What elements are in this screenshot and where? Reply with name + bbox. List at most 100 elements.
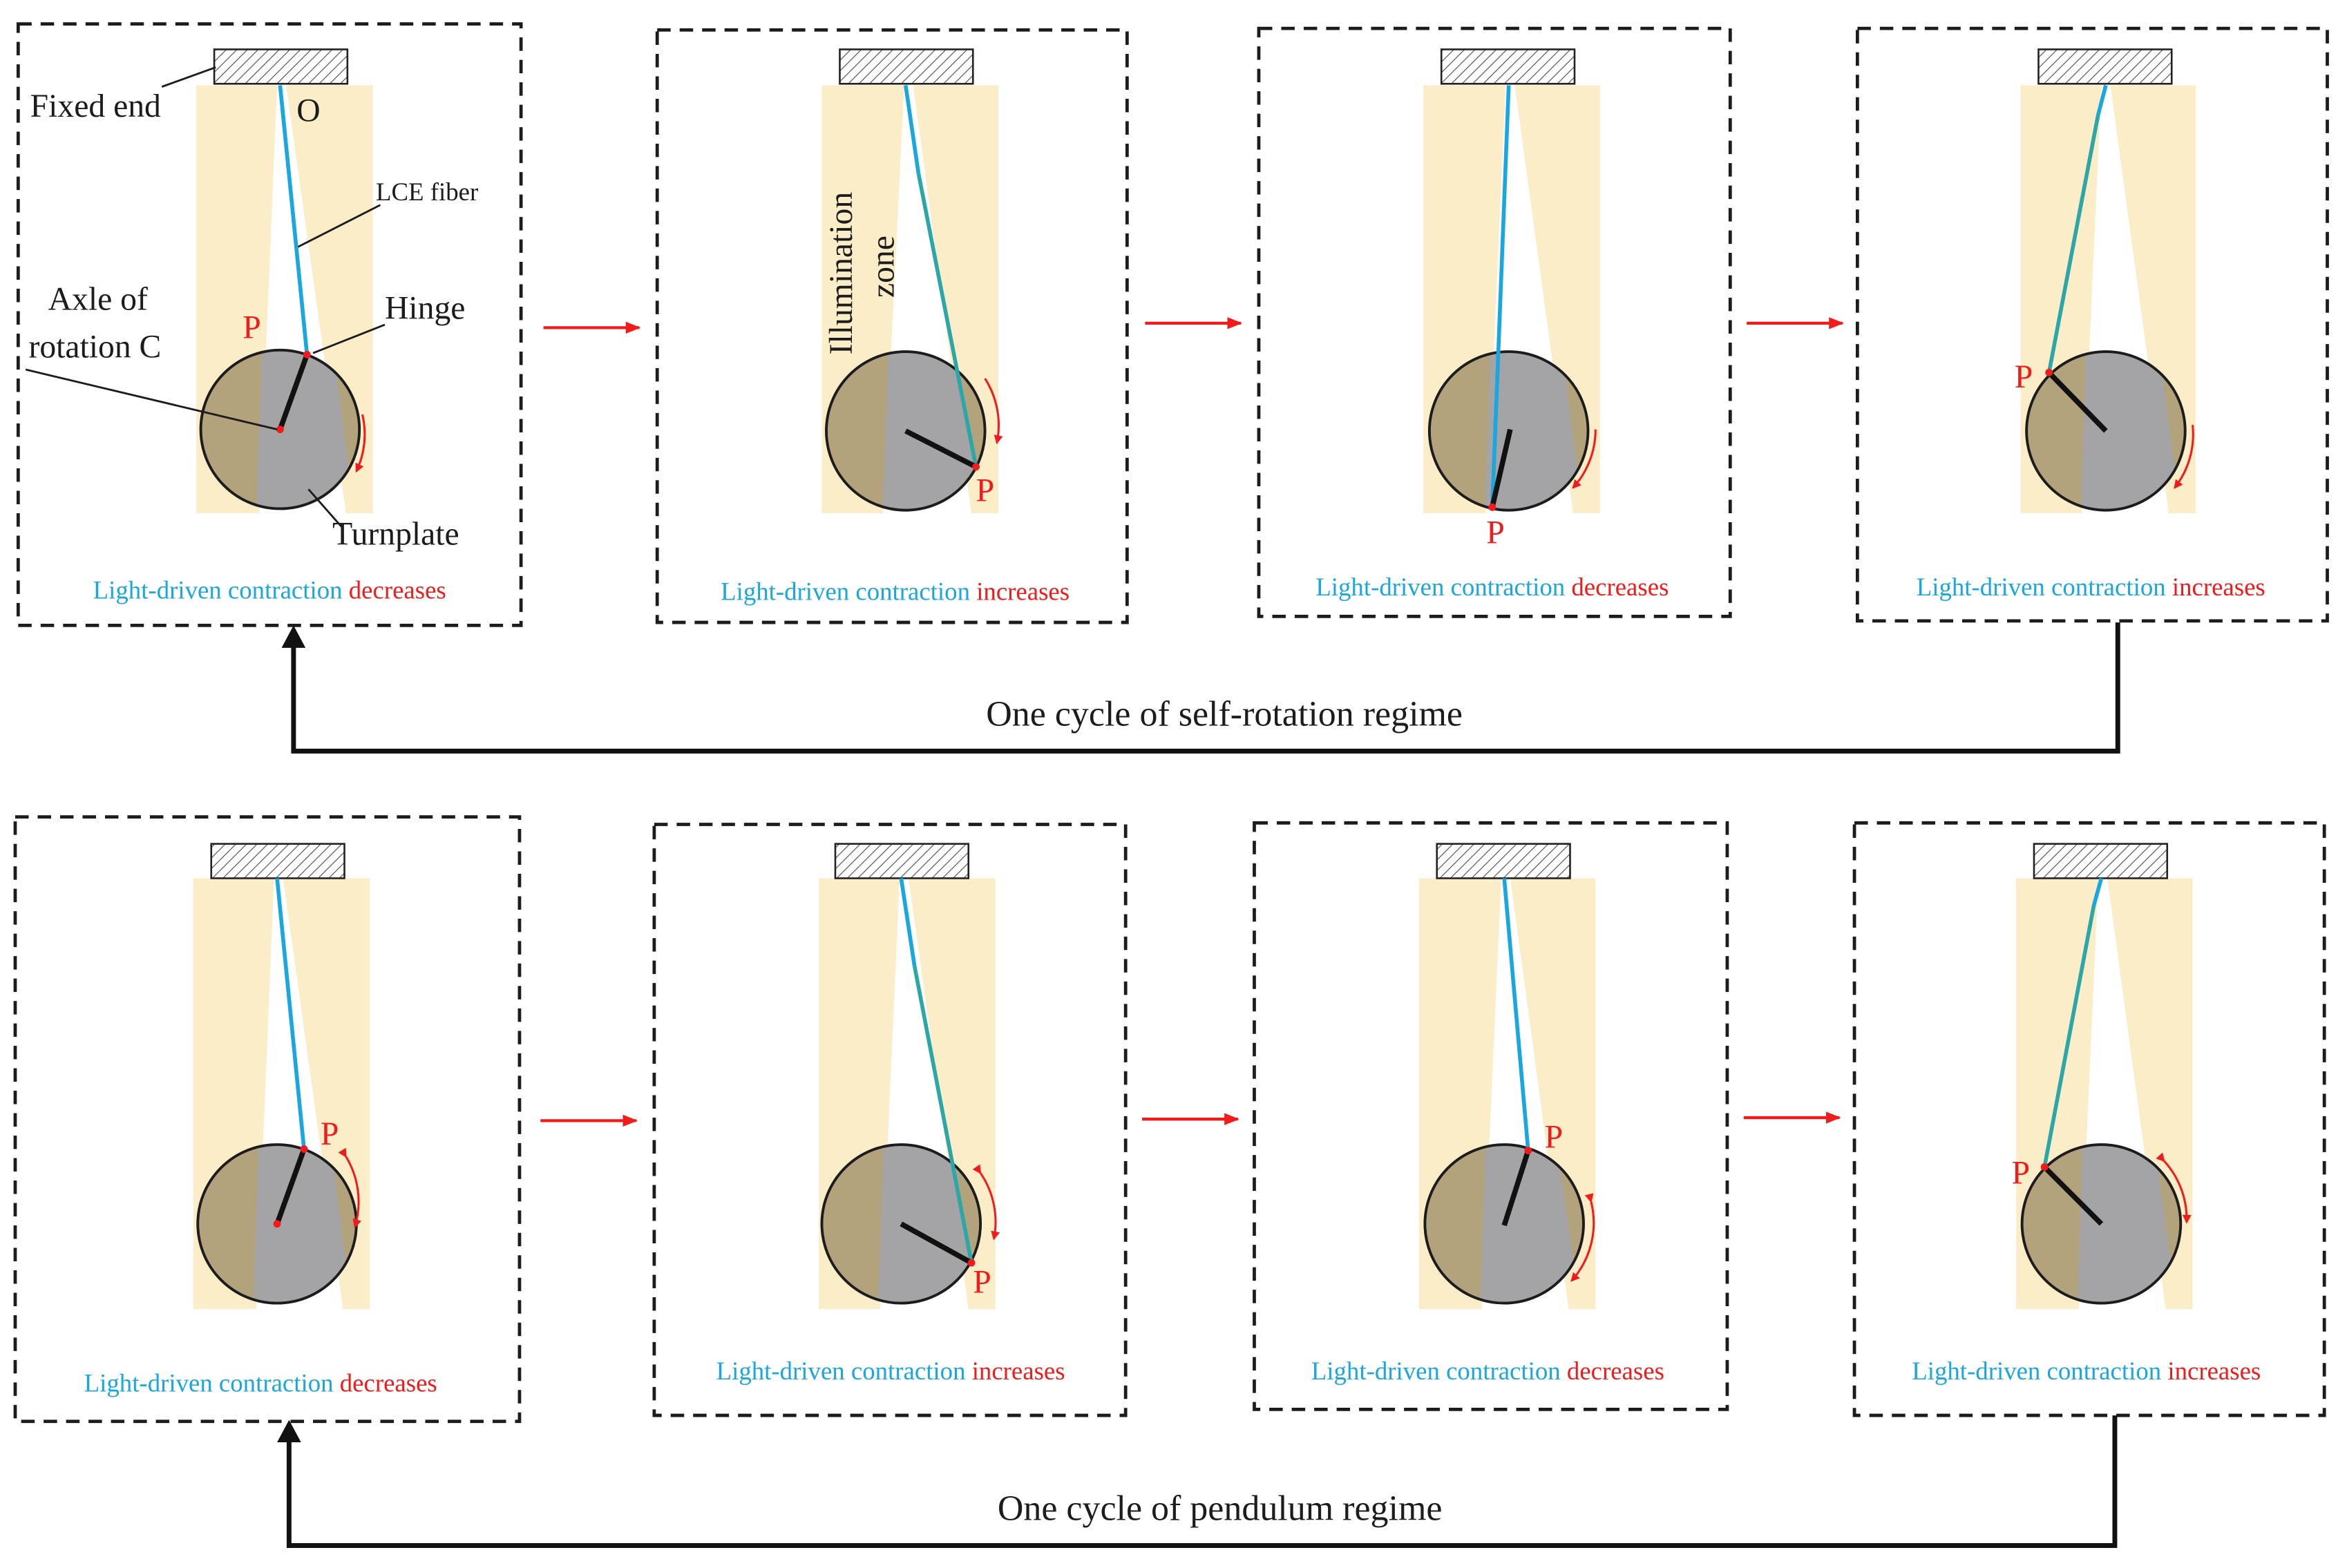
label-point-P: P	[321, 1116, 339, 1152]
panel-caption: Light-driven contraction decreases	[1311, 1357, 1664, 1385]
panel-2-3: P Light-driven contraction decreases	[1253, 821, 1729, 1411]
cycle-return-line	[291, 622, 2120, 754]
rotation-arrow-double	[338, 1147, 362, 1229]
row-caption: One cycle of pendulum regime	[998, 1489, 1443, 1529]
rotation-arrow	[1572, 429, 1597, 489]
panel-caption: Light-driven contraction decreases	[1315, 573, 1669, 601]
label-lce-fiber: LCE fiber	[376, 178, 478, 206]
caption-prefix: Light-driven contraction	[93, 575, 343, 604]
panel-2-2: P Light-driven contraction increases	[652, 823, 1128, 1417]
fixed-end-block	[839, 48, 974, 85]
turnplate-illuminated-part	[2162, 375, 2185, 471]
fixed-end-block	[213, 48, 349, 85]
caption-state: decreases	[1567, 1357, 1664, 1385]
lce-fiber	[2096, 84, 2108, 116]
label-turnplate: Turnplate	[332, 516, 459, 552]
label-fixed-end: Fixed end	[30, 88, 161, 124]
panel-caption: Light-driven contraction decreases	[84, 1368, 437, 1397]
rotation-arrow-double	[972, 1164, 1000, 1241]
rotation-arm	[904, 428, 978, 470]
leader-fixed-end	[161, 66, 216, 88]
rotation-arm	[900, 1221, 973, 1265]
lce-fiber	[2091, 877, 2104, 906]
hinge-point	[1524, 1147, 1532, 1155]
caption-prefix: Light-driven contraction	[84, 1368, 334, 1397]
caption-prefix: Light-driven contraction	[1912, 1357, 2161, 1385]
row-caption: One cycle of self-rotation regime	[986, 695, 1463, 734]
panel-caption: Light-driven contraction increases	[1917, 573, 2265, 601]
label-point-O: O	[296, 93, 320, 128]
fixed-end-block	[210, 843, 345, 879]
rotation-arrow	[984, 378, 1003, 445]
rotation-arm	[277, 354, 310, 430]
panel-2-4: P Light-driven contraction increases	[1852, 821, 2326, 1417]
caption-state: increases	[976, 577, 1070, 606]
fixed-end-block	[1436, 843, 1571, 879]
hinge-point	[1488, 503, 1496, 511]
lce-fiber	[275, 878, 306, 1149]
leader-hinge	[312, 323, 386, 354]
caption-prefix: Light-driven contraction	[716, 1357, 966, 1385]
lce-fiber	[903, 85, 921, 174]
turnplate-illuminated-part	[2022, 1147, 2083, 1300]
illum-line1: Illumination	[824, 192, 859, 355]
panel-frame	[1855, 26, 2329, 623]
turnplate-outline	[2025, 350, 2187, 512]
label-point-P: P	[2015, 359, 2033, 395]
panel-caption: Light-driven contraction increases	[1912, 1357, 2261, 1385]
lce-fiber-illuminated	[913, 966, 973, 1263]
turnplate-illuminated-part	[1429, 354, 1491, 507]
hinge-point	[2040, 1163, 2049, 1171]
caption-prefix: Light-driven contraction	[1315, 573, 1565, 601]
panel-frame	[16, 22, 523, 627]
hinge-point	[967, 1259, 976, 1267]
label-axle-line2: rotation C	[28, 329, 161, 365]
turnplate-illuminated-part	[200, 352, 262, 506]
illum-line2: zone	[865, 236, 901, 298]
rotation-arm	[1501, 1149, 1531, 1227]
caption-state: decreases	[340, 1368, 437, 1397]
turnplate-illuminated-part	[821, 1146, 884, 1300]
leader-axle	[25, 368, 278, 431]
label-axle-line1: Axle of	[48, 281, 148, 317]
hinge-point	[300, 1145, 308, 1153]
fixed-end-block	[1440, 48, 1576, 85]
lce-fiber	[899, 878, 917, 967]
rotation-arrow-double	[1570, 1193, 1595, 1282]
panel-frame	[1253, 821, 1729, 1411]
turnplate-illuminated-part	[826, 353, 889, 507]
lce-fiber	[1490, 85, 1511, 508]
panel-caption: Light-driven contraction decreases	[93, 575, 446, 604]
caption-prefix: Light-driven contraction	[1917, 573, 2166, 601]
fixed-end-block	[834, 843, 970, 879]
panel-frame	[1257, 26, 1732, 618]
turnplate-outline	[1427, 350, 1590, 512]
caption-state: increases	[972, 1357, 1065, 1385]
label-hinge: Hinge	[385, 290, 465, 326]
panel-1-3: P Light-driven contraction decreases	[1257, 26, 1732, 618]
panel-1-4: P Light-driven contraction increases	[1855, 26, 2329, 623]
caption-state: decreases	[349, 575, 446, 604]
hinge-point	[2045, 368, 2053, 376]
hinge-point	[972, 463, 980, 471]
rotation-arrow	[355, 414, 366, 473]
rotation-arrow-double	[2156, 1152, 2192, 1224]
hinge-point	[303, 350, 311, 358]
turnplate-illuminated-part	[336, 374, 360, 469]
row-pendulum: P Light-driven contraction decreases P L…	[13, 815, 2326, 1548]
axle-point	[273, 1220, 281, 1228]
panel-frame	[13, 815, 522, 1424]
cycle-return-arrowhead	[277, 1419, 301, 1443]
leader-lce-fiber	[297, 204, 381, 248]
panel-1-1: Fixed end O LCE fiber Axle of rotation C…	[16, 22, 523, 627]
rotation-arm	[1490, 428, 1513, 508]
lce-fiber-illuminated	[916, 173, 978, 468]
caption-state: increases	[2167, 1357, 2261, 1385]
rotation-arm	[2046, 370, 2108, 433]
panel-frame	[655, 28, 1129, 624]
turnplate-outline	[2020, 1143, 2183, 1305]
label-point-P: P	[1486, 515, 1505, 551]
row-self-rotation: Fixed end O LCE fiber Axle of rotation C…	[16, 22, 2329, 754]
lce-fiber-illuminated	[2046, 115, 2100, 373]
